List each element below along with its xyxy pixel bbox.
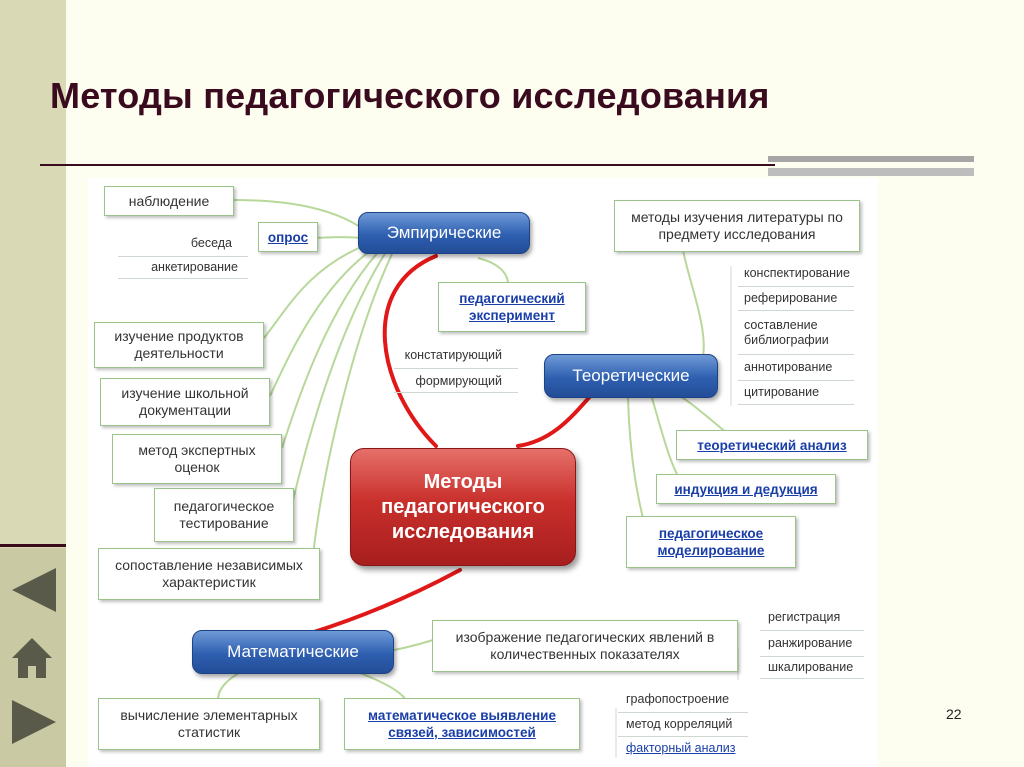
node-products: изучение продуктов деятельности	[94, 322, 264, 368]
page-number: 22	[946, 706, 962, 722]
sub-divider	[738, 354, 854, 355]
next-slide-button[interactable]	[4, 694, 60, 750]
sub-correlation: метод корреляций	[626, 717, 733, 731]
branch-empirical: Эмпирические	[358, 212, 530, 254]
sub-divider	[618, 736, 748, 737]
sub-divider	[618, 712, 748, 713]
node-expert: метод экспертных оценок	[112, 434, 282, 484]
connector-center-math	[312, 568, 462, 634]
sub-citing: цитирование	[744, 385, 820, 399]
sub-conversation: беседа	[190, 236, 232, 250]
sidebar-divider	[0, 544, 66, 547]
sub-divider	[738, 380, 854, 381]
central-node-line2: педагогического	[381, 495, 545, 518]
title-accent-bar	[768, 156, 974, 162]
sub-divider	[760, 656, 864, 657]
title-accent-bar-lower	[768, 168, 974, 176]
node-documents: изучение школьной документации	[100, 378, 270, 426]
node-statistics: вычисление элементарных статистик	[98, 698, 320, 750]
branch-theoretical: Теоретические	[544, 354, 718, 398]
central-node: Методы педагогического исследования	[350, 448, 576, 566]
sub-note-taking: конспектирование	[744, 266, 850, 280]
connector-center-empirical	[382, 254, 438, 448]
title-underline	[40, 164, 775, 166]
sub-questionnaire: анкетирование	[151, 260, 238, 274]
sub-factor-analysis[interactable]: факторный анализ	[626, 741, 736, 755]
node-observation: наблюдение	[104, 186, 234, 216]
triangle-right-icon	[12, 700, 56, 744]
node-comparison: сопоставление независимых характеристик	[98, 548, 320, 600]
prev-slide-button[interactable]	[4, 562, 60, 618]
sub-divider	[394, 368, 518, 369]
sub-divider	[394, 392, 518, 393]
home-button[interactable]	[4, 630, 60, 686]
sub-scaling: шкалирование	[768, 660, 854, 674]
mind-map: наблюдение опрос беседа анкетирование из…	[88, 178, 878, 767]
sub-ascertaining: констатирующий	[404, 348, 502, 362]
sub-divider	[118, 256, 248, 257]
node-experiment[interactable]: педагогический эксперимент	[438, 282, 586, 332]
triangle-left-icon	[12, 568, 56, 612]
node-relations[interactable]: математическое выявление связей, зависим…	[344, 698, 580, 750]
sub-divider	[760, 678, 864, 679]
home-icon	[12, 638, 52, 678]
sub-graphing: графопостроение	[626, 692, 730, 706]
sub-forming: формирующий	[415, 374, 502, 388]
central-node-line1: Методы	[423, 470, 503, 493]
sub-abstracting: реферирование	[744, 291, 838, 305]
node-representation: изображение педагогических явлений в кол…	[432, 620, 738, 672]
sub-divider	[738, 310, 854, 311]
sub-annotating: аннотирование	[744, 360, 833, 374]
sub-divider	[760, 630, 864, 631]
node-testing: педагогическое тестирование	[154, 488, 294, 542]
node-literature: методы изучения литературы по предмету и…	[614, 200, 860, 252]
central-node-line3: исследования	[391, 520, 535, 543]
sub-divider	[738, 404, 854, 405]
node-modeling[interactable]: педагогическое моделирование	[626, 516, 796, 568]
sub-bibliography: составление библиографии	[744, 318, 829, 347]
node-analysis[interactable]: теоретический анализ	[676, 430, 868, 460]
node-survey[interactable]: опрос	[258, 222, 318, 252]
sub-divider	[118, 278, 248, 279]
sub-divider	[738, 286, 854, 287]
sub-ranking: ранжирование	[768, 636, 853, 650]
branch-mathematical: Математические	[192, 630, 394, 674]
node-induction[interactable]: индукция и дедукция	[656, 474, 836, 504]
sub-registration: регистрация	[768, 610, 841, 624]
slide-title: Методы педагогического исследования	[50, 75, 770, 116]
